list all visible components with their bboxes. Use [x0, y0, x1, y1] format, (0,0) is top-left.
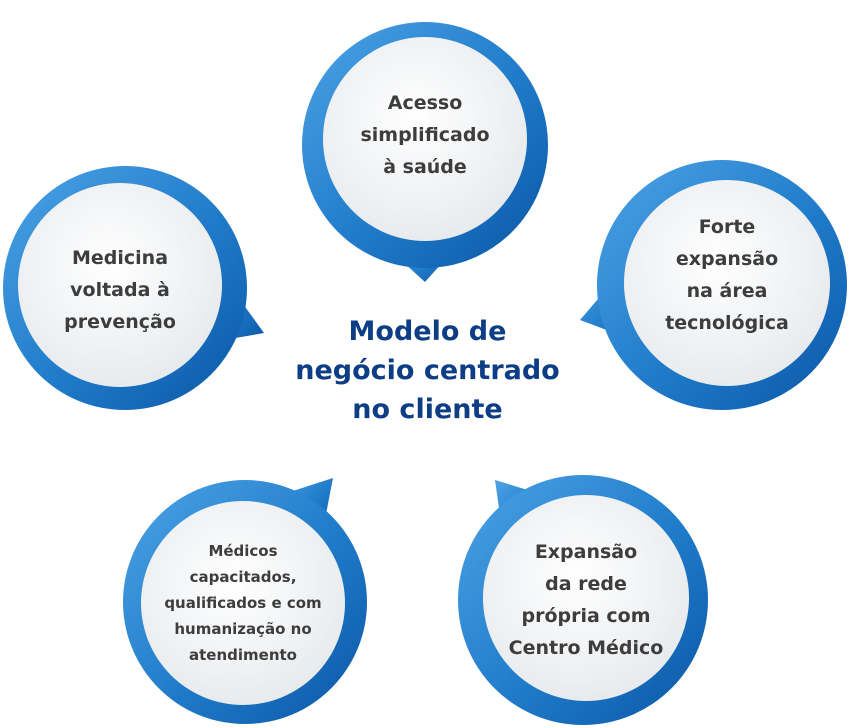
bubble-bottom-left-text: Médicos capacitados, qualificados e com … [143, 538, 343, 668]
bubble-right-text: Forte expansão na área tecnológica [637, 210, 817, 340]
center-title: Modelo de negócio centrado no cliente [270, 312, 585, 429]
bubble-right-line-1: Forte [698, 216, 756, 238]
bubble-top-line-1: Acesso [387, 92, 463, 114]
center-title-line-1: Modelo de [348, 316, 507, 347]
bubble-right-line-3: na área [686, 280, 768, 302]
center-title-line-3: no cliente [352, 394, 503, 425]
bubble-bottom-right-shape [458, 475, 708, 725]
bubble-right-line-4: tecnológica [665, 312, 789, 334]
bubble-bottom-left-line-3: qualificados e com [164, 594, 322, 612]
bubble-left-shape [3, 166, 264, 410]
bubble-left-text: Medicina voltada à prevenção [30, 240, 210, 340]
bubble-top-line-2: simplificado [360, 124, 490, 146]
bubble-bottom-left-line-2: capacitados, [189, 568, 297, 586]
bubble-top-shape [302, 22, 548, 282]
bubble-bottom-left-line-5: atendimento [189, 646, 297, 664]
bubble-right-line-2: expansão [675, 248, 779, 270]
center-title-line-2: negócio centrado [295, 355, 560, 386]
bubble-bottom-right-line-1: Expansão [534, 541, 638, 563]
bubble-bottom-right-line-2: da rede [545, 573, 627, 595]
bubble-left-line-1: Medicina [71, 247, 169, 269]
bubble-bottom-left-line-1: Médicos [208, 542, 278, 560]
bubble-bottom-left-shape [123, 478, 367, 724]
bubble-bottom-left-line-4: humanização no [174, 620, 312, 638]
bubble-bottom-right-line-4: Centro Médico [508, 637, 664, 659]
bubble-left-line-2: voltada à [70, 279, 170, 301]
bubble-top-text: Acesso simplificado à saúde [335, 80, 515, 190]
bubble-left-line-3: prevenção [64, 311, 176, 333]
bubble-bottom-right-text: Expansão da rede própria com Centro Médi… [491, 535, 681, 665]
bubble-bottom-right-line-3: própria com [521, 605, 651, 627]
bubble-top-line-3: à saúde [383, 156, 467, 178]
bubble-right-shape [580, 160, 847, 410]
